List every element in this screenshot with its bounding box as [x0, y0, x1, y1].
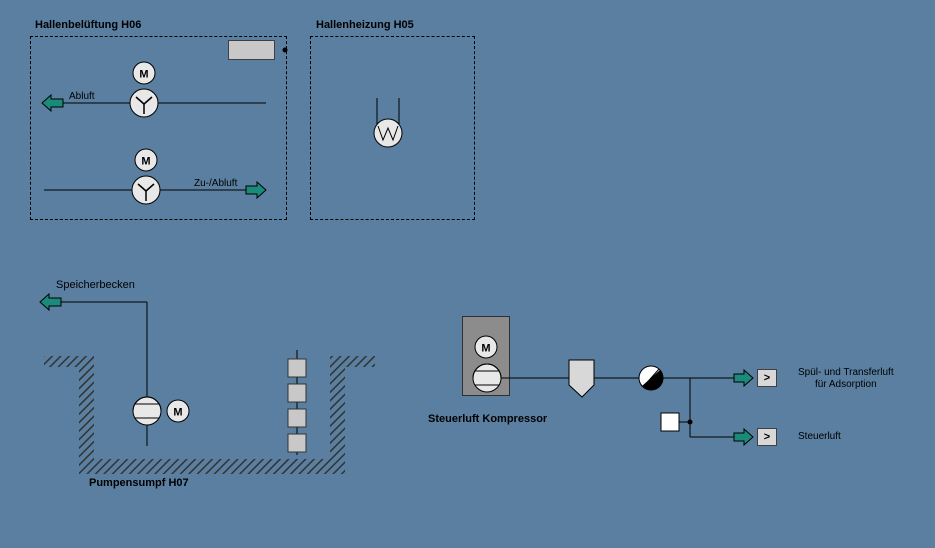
ventilation-sensor[interactable] [228, 40, 275, 60]
compressor-motor-icon[interactable]: M [474, 335, 498, 359]
purge-air-nav-button[interactable]: > [757, 369, 777, 387]
sump-pump-icon[interactable] [132, 396, 162, 426]
svg-text:M: M [139, 69, 148, 81]
fan-1-motor-icon[interactable]: M [132, 61, 156, 85]
shutoff-valve-icon[interactable] [638, 365, 664, 391]
level-switch-1[interactable] [287, 358, 307, 378]
exhaust-arrow-icon [41, 93, 64, 113]
control-air-label: Steuerluft [798, 431, 841, 442]
sump-pump-motor-icon[interactable]: M [166, 399, 190, 423]
svg-text:M: M [173, 407, 182, 419]
ventilation-title: Hallenbelüftung H06 [35, 19, 142, 31]
purge-air-line1: Spül- und Transferluft [798, 367, 894, 378]
purge-air-label: Spül- und Transferluft für Adsorption [798, 367, 894, 391]
control-air-nav-button[interactable]: > [757, 428, 777, 446]
fan-2-icon[interactable] [131, 175, 161, 205]
level-switch-3[interactable] [287, 408, 307, 428]
control-air-arrow-icon [733, 427, 754, 447]
supply-exhaust-label: Zu-/Abluft [194, 178, 238, 189]
sump-basin [44, 356, 375, 474]
svg-text:M: M [141, 156, 150, 168]
exhaust-label: Abluft [69, 91, 95, 102]
level-switch-2[interactable] [287, 383, 307, 403]
level-switch-4[interactable] [287, 433, 307, 453]
heater-icon[interactable] [373, 118, 403, 148]
sensor-connector-dot [282, 47, 288, 53]
air-filter-icon[interactable] [568, 359, 595, 398]
heating-frame [310, 36, 475, 220]
svg-text:M: M [481, 343, 490, 355]
purge-air-arrow-icon [733, 368, 754, 388]
fan-2-motor-icon[interactable]: M [134, 148, 158, 172]
storage-arrow-icon [39, 292, 62, 312]
sump-title: Pumpensumpf H07 [89, 477, 189, 489]
compressor-pump-icon[interactable] [472, 363, 502, 393]
purge-air-line2: für Adsorption [814, 379, 877, 390]
pressure-sensor[interactable] [660, 412, 680, 432]
heating-title: Hallenheizung H05 [316, 19, 414, 31]
ventilation-frame [30, 36, 287, 220]
fan-1-icon[interactable] [129, 88, 159, 118]
storage-basin-label: Speicherbecken [56, 279, 135, 291]
compressor-title: Steuerluft Kompressor [428, 413, 548, 425]
supply-exhaust-arrow-icon [245, 180, 267, 200]
